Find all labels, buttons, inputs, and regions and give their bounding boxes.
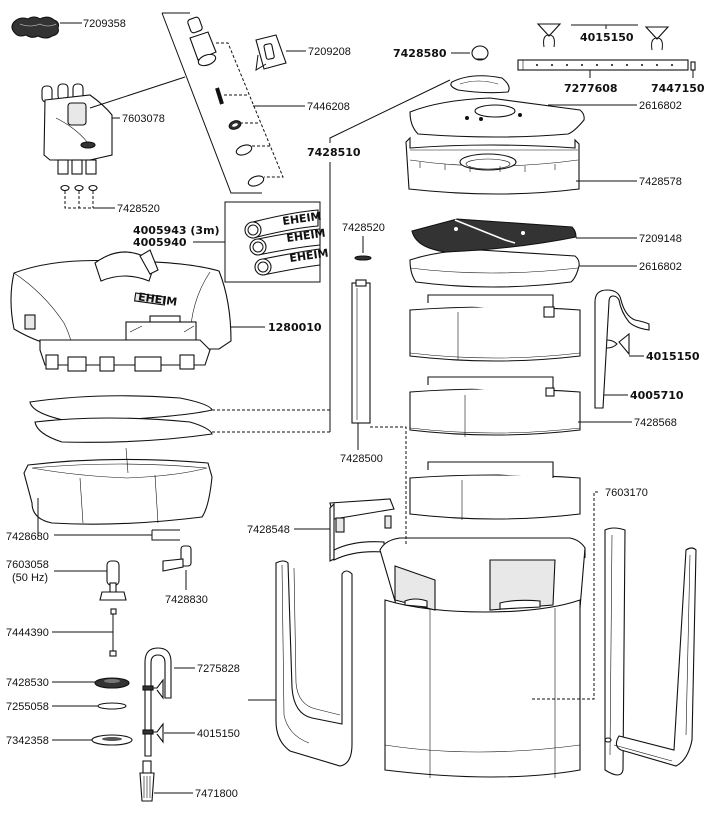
part-7209358 [11,16,60,39]
part-7428680-tray [23,447,213,525]
adapter-parts-tray [161,12,262,194]
part-4015150-suction-cup-right [606,332,630,356]
part-4005710-outlet-tube [594,289,650,409]
label-7428568: 7428568 [634,417,677,429]
part-7428548-hinge [329,498,395,562]
part-7275828-intake-tube [142,647,172,757]
label-4005940: 4005940 [133,236,187,249]
part-4015150-suction-cups-top [536,23,670,51]
label-7428830: 7428830 [165,594,208,606]
part-small-oring-3 [247,175,265,187]
label-7444390: 7444390 [6,627,49,639]
part-7603058-impeller [99,560,127,601]
label-7428520-center: 7428520 [342,222,385,234]
part-basket-2 [409,376,581,437]
label-7428500: 7428500 [340,453,383,465]
part-7428578-top-basket [405,136,580,195]
label-7275828: 7275828 [197,663,240,675]
label-7277608: 7277608 [564,82,618,95]
label-7209148: 7209148 [639,233,682,245]
label-7209358: 7209358 [83,18,126,30]
part-7342358-ring [91,734,133,746]
part-left-clamp [275,560,353,767]
label-7603058: 7603058 [6,559,49,571]
label-2616802-top: 2616802 [639,100,682,112]
label-7428578: 7428578 [639,176,682,188]
label-7428580: 7428580 [393,47,447,60]
label-7428548: 7428548 [247,524,290,536]
label-7428680: 7428680 [6,531,49,543]
part-7471800-strainer [139,760,155,802]
hose-brand-1: EHEIM [282,210,323,228]
label-4015150-top: 4015150 [580,31,634,44]
part-7603170-canister [379,537,586,778]
part-small-oring-2 [235,144,253,156]
part-right-clamp [604,527,697,776]
hose-brand-3: EHEIM [289,247,330,265]
part-2616802-lower-pad [409,249,580,288]
label-7447150: 7447150 [651,82,705,95]
part-adapter-valve [187,16,217,67]
label-1280010: 1280010 [268,321,322,334]
part-hoses-box: EHEIM EHEIM EHEIM [224,201,330,283]
part-2616802-top-pad [409,97,585,138]
label-7428530: 7428530 [6,677,49,689]
part-7255058-oring [97,702,127,710]
part-7428830-elbow [162,545,192,572]
label-7428520-left: 7428520 [117,203,160,215]
part-pin [215,87,224,105]
label-7428510: 7428510 [307,146,361,159]
part-7277608-spray-bar [517,59,696,71]
hose-brand-2: EHEIM [286,227,327,245]
part-7428510-seal [450,75,510,94]
label-4015150-lower: 4015150 [197,728,240,740]
part-7428530-cover [94,677,130,689]
label-2616802-lower: 2616802 [639,261,682,273]
part-7209148-grid [411,218,577,253]
label-7471800: 7471800 [195,788,238,800]
label-4005710: 4005710 [630,389,684,402]
label-7603058-note: (50 Hz) [12,572,48,584]
label-4005943: 4005943 (3m) [133,224,220,237]
part-1280010-pump-head: EHEIM [10,249,232,372]
part-sealing-ring-flat [34,417,213,443]
part-7603078 [41,83,113,175]
label-7603170: 7603170 [605,487,648,499]
part-7428500-riser-tube [351,279,371,424]
label-4015150-right: 4015150 [646,350,700,363]
part-7428520-orings [60,184,98,192]
head-brand: EHEIM [137,290,178,308]
part-basket-3 [409,461,581,520]
part-small-oring-1 [228,120,242,130]
label-7209208: 7209208 [308,46,351,58]
part-7209208 [255,34,287,71]
label-7603078: 7603078 [122,113,165,125]
label-7446208: 7446208 [307,101,350,113]
part-basket-1 [409,294,581,362]
part-7428520-oring-center [354,255,372,261]
label-7342358: 7342358 [6,735,49,747]
part-7428580-cap [471,45,489,61]
label-7255058: 7255058 [6,701,49,713]
